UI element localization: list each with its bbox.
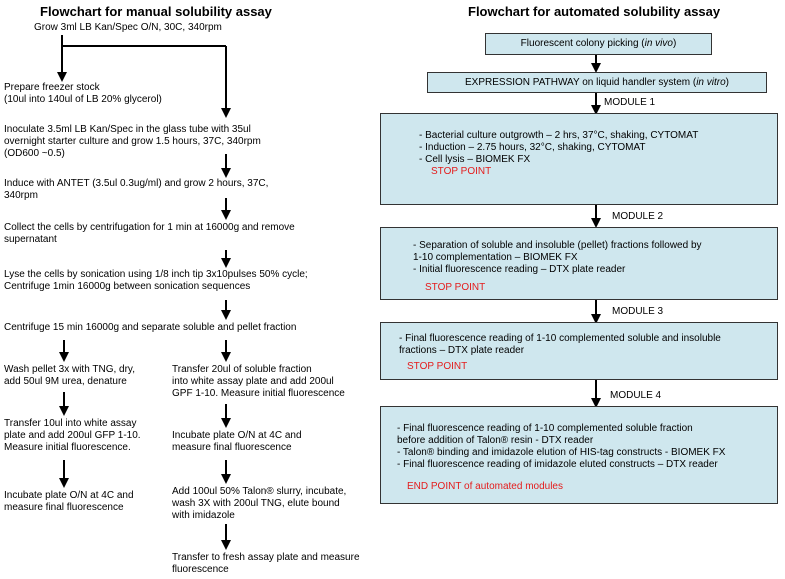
automated-flowchart-title: Flowchart for automated solubility assay bbox=[468, 4, 721, 19]
module-3-steps: - Final fluorescence reading of 1-10 com… bbox=[399, 333, 721, 356]
step-inoculate: Inoculate 3.5ml LB Kan/Spec in the glass… bbox=[4, 124, 261, 159]
module-2-stop-point: STOP POINT bbox=[425, 282, 486, 293]
module-1-stop-point: STOP POINT bbox=[431, 166, 492, 177]
step-collect: Collect the cells by centrifugation for … bbox=[4, 222, 295, 245]
module-2-box: - Separation of soluble and insoluble (p… bbox=[380, 227, 778, 300]
step-transfer-soluble: Transfer 20ul of soluble fraction into w… bbox=[172, 364, 345, 399]
step-transfer-pellet: Transfer 10ul into white assay plate and… bbox=[4, 418, 141, 453]
expression-pathway-label: EXPRESSION PATHWAY on liquid handler sys… bbox=[465, 76, 729, 88]
step-wash-pellet: Wash pellet 3x with TNG, dry, add 50ul 9… bbox=[4, 364, 135, 387]
step-fresh-plate: Transfer to fresh assay plate and measur… bbox=[172, 552, 360, 575]
module-3-stop-point: STOP POINT bbox=[407, 361, 468, 372]
step-induce: Induce with ANTET (3.5ul 0.3ug/ml) and g… bbox=[4, 178, 269, 201]
module-2-steps: - Separation of soluble and insoluble (p… bbox=[413, 240, 702, 275]
module-2-label: MODULE 2 bbox=[612, 211, 664, 222]
colony-picking-label: Fluorescent colony picking (in vivo) bbox=[520, 38, 677, 49]
colony-picking-box: Fluorescent colony picking (in vivo) bbox=[485, 33, 712, 55]
expression-pathway-box: EXPRESSION PATHWAY on liquid handler sys… bbox=[427, 72, 767, 93]
step-incubate-pellet: Incubate plate O/N at 4C and measure fin… bbox=[4, 490, 134, 513]
step-freezer-stock: Prepare freezer stock (10ul into 140ul o… bbox=[4, 82, 162, 105]
module-4-box: - Final fluorescence reading of 1-10 com… bbox=[380, 406, 778, 504]
module-1-label: MODULE 1 bbox=[604, 97, 656, 108]
module-1-box: - Bacterial culture outgrowth – 2 hrs, 3… bbox=[380, 113, 778, 205]
module-3-box: - Final fluorescence reading of 1-10 com… bbox=[380, 322, 778, 380]
module-3-label: MODULE 3 bbox=[612, 306, 664, 317]
module-1-steps: - Bacterial culture outgrowth – 2 hrs, 3… bbox=[419, 130, 699, 165]
module-4-steps: - Final fluorescence reading of 1-10 com… bbox=[397, 423, 726, 470]
step-incubate-soluble: Incubate plate O/N at 4C and measure fin… bbox=[172, 430, 302, 453]
step-talon: Add 100ul 50% Talon® slurry, incubate, w… bbox=[172, 486, 347, 521]
module-4-label: MODULE 4 bbox=[610, 390, 662, 401]
step-centrifuge: Centrifuge 15 min 16000g and separate so… bbox=[4, 322, 297, 333]
module-4-end-point: END POINT of automated modules bbox=[407, 481, 563, 492]
branch-line bbox=[61, 35, 226, 47]
step-grow: Grow 3ml LB Kan/Spec O/N, 30C, 340rpm bbox=[34, 22, 222, 33]
step-lyse: Lyse the cells by sonication using 1/8 i… bbox=[4, 269, 308, 292]
manual-flowchart-title: Flowchart for manual solubility assay bbox=[40, 4, 272, 19]
